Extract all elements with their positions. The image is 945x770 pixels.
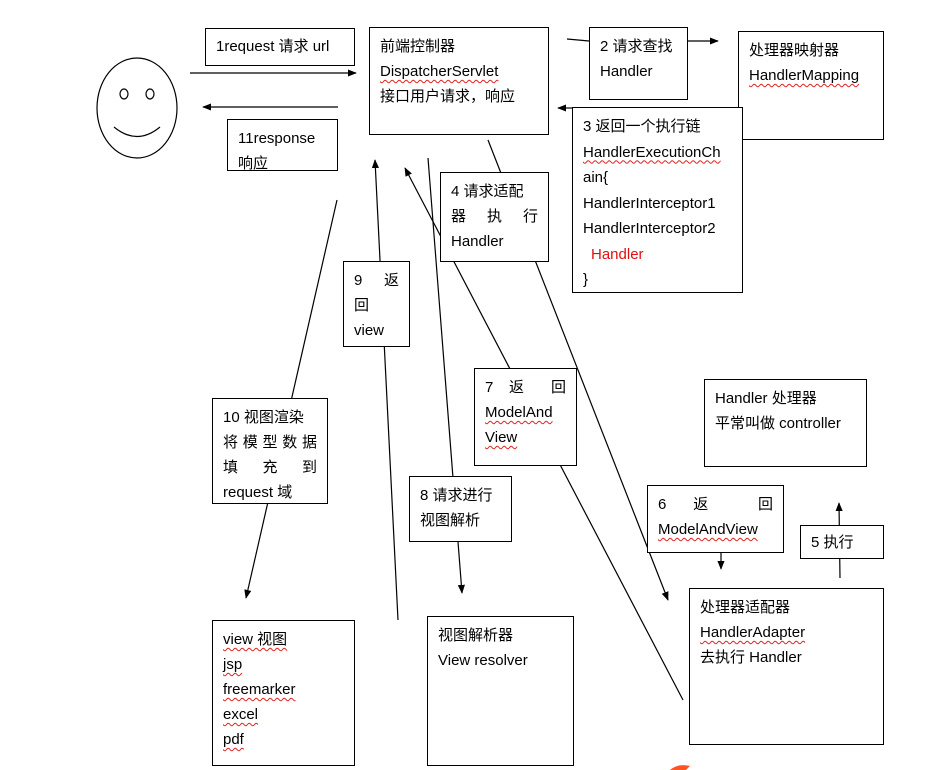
arrow-dispatcher-to-lookup <box>566 38 590 42</box>
lookup-text: 2 请求查找 <box>600 38 673 55</box>
execution-chain-label: 3 返回一个执行链 HandlerExecutionCh ain{ Handle… <box>572 107 743 293</box>
arrow-view-returned-to-dispatcher <box>371 159 399 621</box>
adapt-text-1: 4 请求适配 <box>451 183 524 200</box>
chain-interceptor-1: HandlerInterceptor1 <box>583 194 716 212</box>
return-view-text-2: 回 <box>354 297 370 314</box>
mapping-title: 处理器映射器 <box>749 42 840 59</box>
render-text-1: 10 视图渲染 <box>223 409 304 426</box>
return-view-text-1: 9 返 <box>354 272 399 289</box>
chain-close-brace: } <box>583 271 589 288</box>
user-face-icon <box>96 57 178 159</box>
response-text: 11response <box>238 130 316 147</box>
handler-title: Handler 处理器 <box>715 390 817 407</box>
mav6-text-1: 6 返 回 <box>658 496 773 513</box>
render-text-3: 填 充 到 <box>223 459 317 476</box>
view-box: view 视图 jsp freemarker excel pdf <box>212 620 355 766</box>
view-resolver-box: 视图解析器 View resolver <box>427 616 574 766</box>
return-view-text-3: view <box>354 322 385 339</box>
request-url-label: 1request 请求 url <box>205 28 355 66</box>
render-text-2: 将模型数据 <box>223 434 317 451</box>
return-view-label: 9 返 回 view <box>343 261 410 347</box>
mav7-text-2: ModelAnd <box>485 404 553 421</box>
return-mav-7-label: 7 返 回 ModelAnd View <box>474 368 577 466</box>
dispatcher-title: 前端控制器 <box>380 38 456 55</box>
resolve-text-1: 8 请求进行 <box>420 487 493 504</box>
adapter-class: HandlerAdapter <box>700 624 806 641</box>
resolver-class: View resolver <box>438 652 528 669</box>
view-item-freemarker: freemarker <box>223 681 296 698</box>
response-label: 11response 响应 <box>227 119 338 171</box>
lookup-handler-label: 2 请求查找 Handler <box>589 27 688 100</box>
chain-interceptor-2: HandlerInterceptor2 <box>583 220 716 237</box>
resolve-text-2: 视图解析 <box>420 512 481 529</box>
response-desc: 响应 <box>238 155 269 171</box>
adapter-title: 处理器适配器 <box>700 599 791 616</box>
handler-mapping-box: 处理器映射器 HandlerMapping <box>738 31 884 140</box>
view-item-jsp: jsp <box>223 656 243 673</box>
dispatcher-servlet-box: 前端控制器 DispatcherServlet 接口用户请求，响应 <box>369 27 549 135</box>
mav7-text-3: View <box>485 429 518 446</box>
render-view-label: 10 视图渲染 将模型数据 填 充 到 request 域 <box>212 398 328 504</box>
adapt-text-2: 器 执 行 <box>451 208 538 225</box>
lookup-handler: Handler <box>600 63 653 80</box>
chain-class-part2: ain{ <box>583 169 609 186</box>
adapt-text-3: Handler <box>451 233 504 250</box>
mav7-text-1: 7 返 回 <box>485 379 566 396</box>
handler-desc: 平常叫做 controller <box>715 415 841 432</box>
execute-text: 5 执行 <box>811 534 854 551</box>
execute-label: 5 执行 <box>800 525 884 559</box>
chain-title: 3 返回一个执行链 <box>583 118 701 135</box>
mapping-class: HandlerMapping <box>749 67 860 84</box>
decorative-red-fragment <box>670 765 690 770</box>
resolver-title: 视图解析器 <box>438 627 514 644</box>
handler-controller-box: Handler 处理器 平常叫做 controller <box>704 379 867 467</box>
view-item-pdf: pdf <box>223 731 244 748</box>
request-text: 1request 请求 url <box>216 38 330 55</box>
mav6-text-2: ModelAndView <box>658 521 758 538</box>
chain-class-part1: HandlerExecutionCh <box>583 143 721 161</box>
adapt-request-label: 4 请求适配 器 执 行 Handler <box>440 172 549 262</box>
render-text-4: request 域 <box>223 484 293 501</box>
view-title: view 视图 <box>223 631 288 648</box>
resolve-request-label: 8 请求进行 视图解析 <box>409 476 512 542</box>
chain-handler: Handler <box>591 245 644 263</box>
view-item-excel: excel <box>223 706 259 723</box>
handler-adapter-box: 处理器适配器 HandlerAdapter 去执行 Handler <box>689 588 884 745</box>
dispatcher-class: DispatcherServlet <box>380 63 499 80</box>
return-mav-6-label: 6 返 回 ModelAndView <box>647 485 784 553</box>
dispatcher-desc: 接口用户请求，响应 <box>380 88 516 105</box>
adapter-desc: 去执行 Handler <box>700 649 802 666</box>
